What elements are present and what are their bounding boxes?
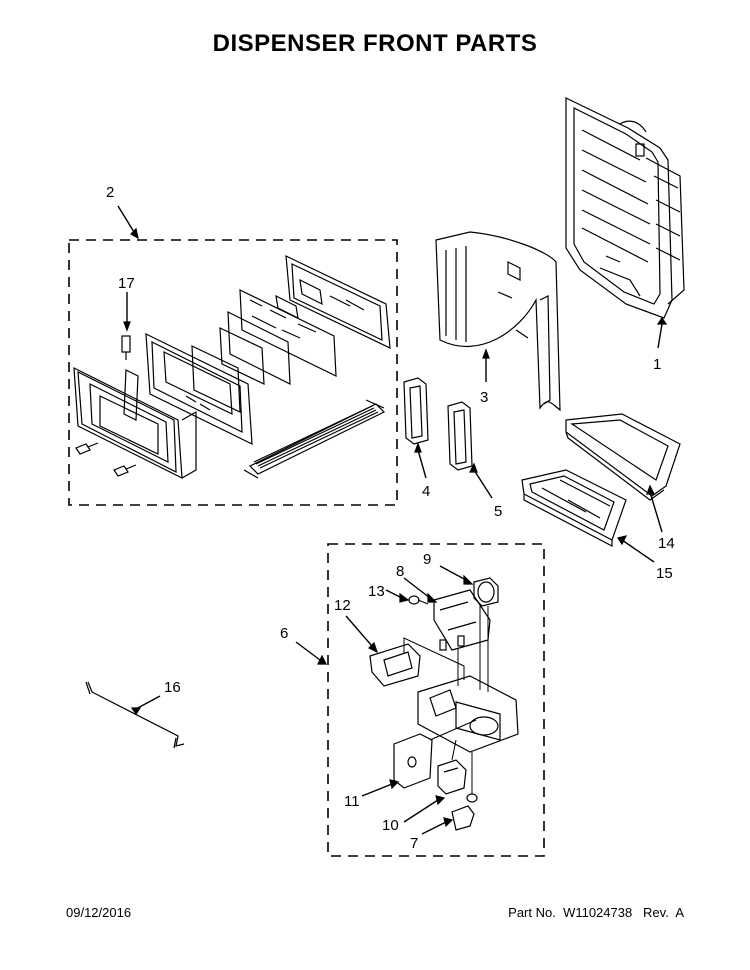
part-12-chute bbox=[369, 643, 421, 687]
callout-17: 17 bbox=[118, 275, 135, 292]
callout-16: 16 bbox=[164, 679, 181, 696]
part-10-switch bbox=[437, 759, 467, 795]
callout-15: 15 bbox=[656, 565, 673, 582]
part-1-housing-frame bbox=[565, 97, 685, 319]
part-14-tray-frame bbox=[565, 413, 681, 501]
part-7-fitting bbox=[451, 793, 478, 831]
callout-8: 8 bbox=[396, 563, 404, 580]
part-5-pad bbox=[447, 401, 473, 471]
callout-13: 13 bbox=[368, 583, 385, 600]
callout-14: 14 bbox=[658, 535, 675, 552]
part-6-main-housing bbox=[417, 675, 519, 753]
callout-12: 12 bbox=[334, 597, 351, 614]
part-6-group-boundary bbox=[327, 543, 545, 857]
callout-9: 9 bbox=[423, 551, 431, 568]
part-2-screws bbox=[75, 442, 137, 477]
callout-6: 6 bbox=[280, 625, 288, 642]
part-17-clip bbox=[121, 335, 131, 360]
page-title: DISPENSER FRONT PARTS bbox=[212, 30, 538, 57]
callout-5: 5 bbox=[494, 503, 502, 520]
callout-4: 4 bbox=[422, 483, 430, 500]
part-11-paddle bbox=[393, 733, 433, 789]
part-2-inner-frame bbox=[123, 333, 253, 445]
part-3-curved-panel bbox=[435, 231, 561, 412]
callout-11: 11 bbox=[344, 793, 360, 810]
callout-10: 10 bbox=[382, 817, 399, 834]
part-2-display-pane bbox=[191, 345, 241, 413]
callout-1: 1 bbox=[653, 356, 661, 373]
part-2-circuit-boards bbox=[227, 255, 391, 385]
callout-7: 7 bbox=[410, 835, 418, 852]
part-2-group-boundary bbox=[68, 239, 398, 506]
callout-2: 2 bbox=[106, 184, 114, 201]
callout-3: 3 bbox=[480, 389, 488, 406]
part-8-bracket bbox=[433, 589, 491, 651]
part-2-front-bezel bbox=[73, 366, 197, 480]
footer-part-number: Part No. W11024738 Rev. A bbox=[508, 905, 684, 920]
part-2-ribbon-cable bbox=[243, 399, 386, 479]
part-15-drip-tray bbox=[521, 469, 627, 547]
footer-date: 09/12/2016 bbox=[66, 905, 132, 920]
part-13-pin bbox=[408, 595, 429, 605]
part-16-wire-rod bbox=[85, 681, 185, 749]
part-4-pad bbox=[403, 377, 429, 445]
part-9-motor bbox=[473, 577, 499, 607]
